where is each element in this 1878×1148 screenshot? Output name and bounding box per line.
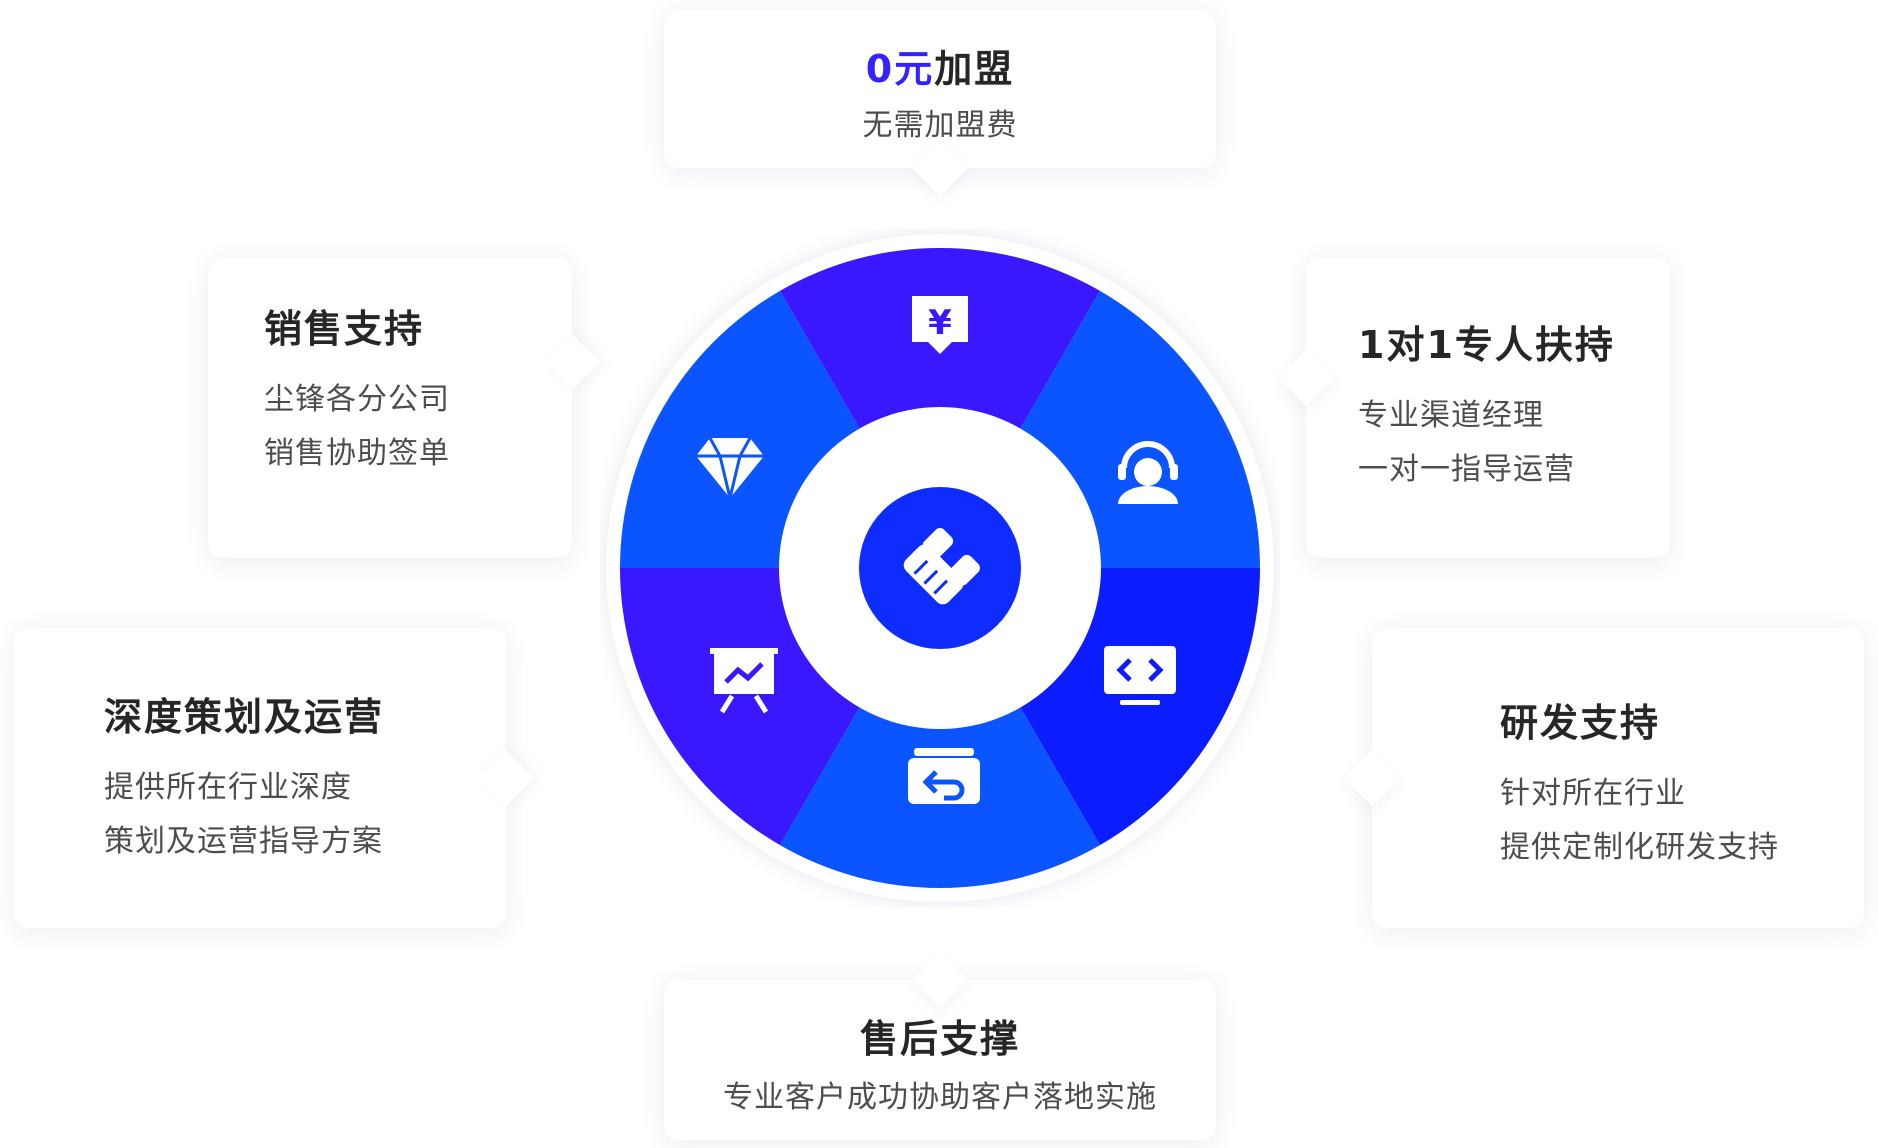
card-line: 销售协助签单 [264,436,450,471]
wheel-segment-rnd [1020,568,1260,846]
card-line: 专业渠道经理 [1358,398,1544,433]
return-box-icon [908,748,980,804]
card-title: 研发支持 [1500,701,1661,745]
svg-text:¥: ¥ [928,303,952,343]
card-title: 0元加盟 [664,38,1216,93]
card-sales: 销售支持 尘锋各分公司 销售协助签单 [208,258,601,558]
yen-download-icon: ¥ [912,296,968,354]
card-caret [911,951,969,1009]
chart-board-icon [710,648,778,714]
card-line: 提供定制化研发支持 [1500,830,1779,865]
code-monitor-icon [1104,646,1176,705]
card-after-sales: 售后支撑 专业客户成功协助客户落地实施 [664,951,1216,1140]
card-rnd: 研发支持 针对所在行业 提供定制化研发支持 [1343,628,1864,928]
card-caret [1343,749,1401,807]
card-line: 一对一指导运营 [1358,452,1575,487]
handshake-icon [903,528,980,605]
headset-user-icon [1118,441,1178,504]
title-accent: 0元 [865,47,935,91]
card-one-on-one: 1对1专人扶持 专业渠道经理 一对一指导运营 [1277,258,1670,558]
card-line: 专业客户成功协助客户落地实施 [723,1080,1157,1115]
service-wheel: ¥ [606,234,1274,902]
wheel-segment-one-on-one [1020,290,1260,568]
card-title: 售后支撑 [859,1017,1020,1061]
title-rest: 加盟 [934,47,1015,91]
wheel-segment-planning [620,568,860,846]
diamond-icon [696,437,764,499]
card-line: 针对所在行业 [1500,776,1686,811]
card-title: 1对1专人扶持 [1358,323,1615,367]
card-caret [1277,349,1335,407]
card-line: 策划及运营指导方案 [104,824,383,859]
card-planning: 深度策划及运营 提供所在行业深度 策划及运营指导方案 [14,628,535,928]
card-free-join: 0元加盟 无需加盟费 [664,10,1216,197]
card-line: 提供所在行业深度 [104,770,352,805]
card-line: 尘锋各分公司 [264,382,450,417]
wheel-segment-sales [620,290,860,568]
card-line: 无需加盟费 [862,108,1018,143]
card-title: 深度策划及运营 [104,695,385,739]
card-title: 销售支持 [264,307,425,351]
